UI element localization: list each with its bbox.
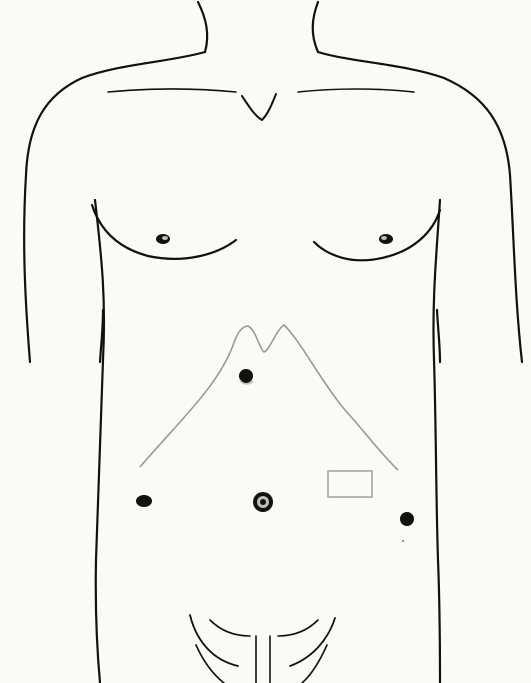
left-shoulder-outline: [24, 52, 205, 362]
right-nipple: [379, 234, 393, 244]
right-inguinal-inner-line: [278, 620, 318, 636]
left-inguinal-inner-line: [210, 620, 250, 636]
left-torso-outline: [95, 200, 104, 683]
right-torso-outline: [433, 200, 440, 683]
right-shoulder-outline: [318, 52, 522, 362]
neck-left-outline: [198, 2, 207, 52]
right-pectoral-contour: [314, 210, 440, 260]
costal-margin: [140, 325, 398, 470]
port-subxiphoid: [239, 369, 253, 384]
left-clavicle: [108, 89, 236, 92]
port-right-flank: [136, 495, 152, 507]
left-pectoral-contour: [92, 205, 236, 259]
port-umbilical: [253, 492, 273, 512]
port-left-flank: [400, 512, 414, 542]
left-nipple: [156, 234, 170, 244]
right-arm-inner-outline: [437, 310, 440, 362]
neck-right-outline: [313, 2, 318, 52]
sternal-notch: [242, 94, 276, 120]
symphysis-lines: [256, 636, 270, 683]
incision-left-upper-quadrant: [328, 471, 372, 497]
right-clavicle: [298, 89, 414, 92]
